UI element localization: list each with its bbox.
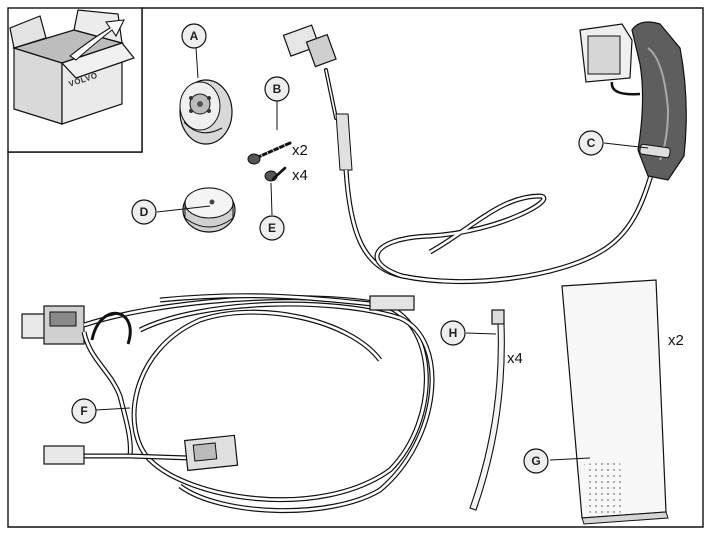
callout-h-label: H — [449, 326, 458, 340]
quantity-g: x2 — [668, 332, 684, 349]
quantity-h: x4 — [507, 350, 523, 367]
part-b-screw — [247, 100, 292, 165]
part-e-screw — [264, 166, 287, 216]
callout-h: H — [440, 320, 466, 346]
callout-d: D — [131, 199, 157, 225]
callout-b: B — [264, 76, 290, 102]
quantity-e: x4 — [292, 167, 308, 184]
callout-e: E — [259, 215, 285, 241]
quantity-b: x2 — [292, 142, 308, 159]
callout-c: C — [578, 130, 604, 156]
callout-g-label: G — [531, 454, 540, 468]
part-f-harness — [21, 293, 435, 514]
callout-f-label: F — [80, 404, 87, 418]
callout-b-label: B — [273, 82, 282, 96]
part-g-pad — [549, 279, 669, 525]
part-c-charging-cable — [282, 21, 687, 285]
callout-g: G — [523, 448, 549, 474]
callout-f: F — [71, 398, 97, 424]
callout-e-label: E — [268, 221, 276, 235]
part-a-switch — [179, 47, 233, 145]
callout-a-label: A — [190, 29, 199, 43]
callout-c-label: C — [587, 136, 596, 150]
part-d-ring — [156, 187, 236, 233]
callout-a: A — [181, 23, 207, 49]
package-box: VOLVO — [7, 7, 143, 153]
callout-d-label: D — [140, 205, 149, 219]
part-h-cable-tie — [465, 309, 505, 511]
